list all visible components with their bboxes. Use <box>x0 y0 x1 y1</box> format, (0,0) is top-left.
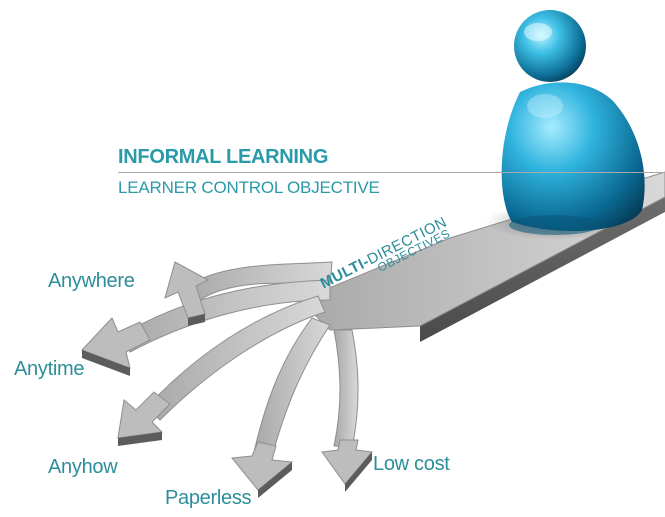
branch-label-anyhow: Anyhow <box>48 456 118 478</box>
title-divider <box>118 172 665 173</box>
branch-label-paperless: Paperless <box>165 487 252 509</box>
person-figure-icon <box>501 10 645 235</box>
diagram-title: INFORMAL LEARNING <box>118 146 329 168</box>
branch-label-anywhere: Anywhere <box>48 270 135 292</box>
branch-label-low-cost: Low cost <box>373 453 450 475</box>
arrow-depth <box>82 314 372 498</box>
diagram-subtitle: LEARNER CONTROL OBJECTIVE <box>118 178 380 197</box>
branch-label-anytime: Anytime <box>14 358 85 380</box>
